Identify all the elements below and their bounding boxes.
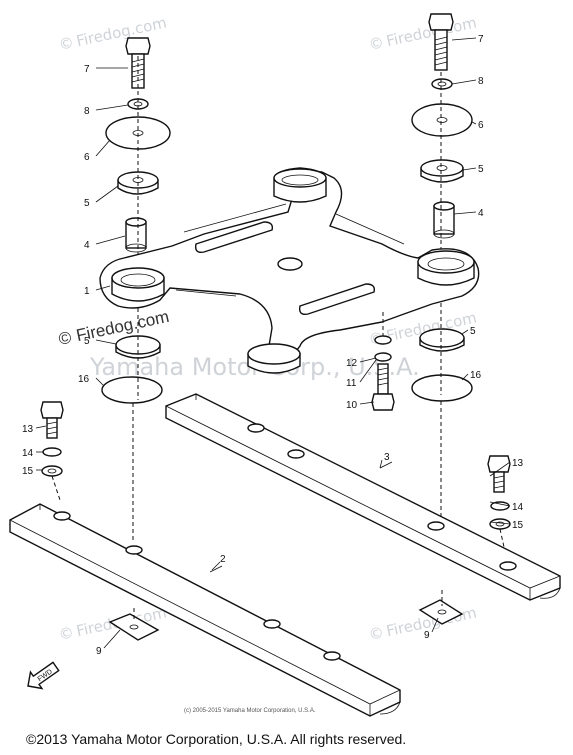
callout-5-right: 5: [478, 164, 484, 175]
callout-1: 1: [84, 286, 90, 297]
callout-6-right: 6: [478, 120, 484, 131]
collar-icon: [125, 217, 147, 253]
callout-labels: 7 8 6 5 4 1 5 16 7 8 6 5 4 5 16 12 11 10…: [22, 34, 524, 657]
callout-9-left: 9: [96, 646, 102, 657]
pad-right-icon: [418, 590, 464, 625]
callout-6: 6: [84, 152, 90, 163]
watermark-copyright: ©: [367, 33, 385, 54]
callout-16-right: 16: [470, 370, 482, 381]
watermark-copyright: ©: [57, 33, 75, 54]
callout-10: 10: [346, 400, 358, 411]
callout-5-right-lower: 5: [470, 326, 476, 337]
callout-8-right: 8: [478, 76, 484, 87]
bolt-icon: [428, 13, 454, 71]
damper-icon: [420, 159, 464, 183]
rail-right: [165, 393, 561, 601]
callout-14-right: 14: [512, 502, 524, 513]
callout-15: 15: [22, 466, 34, 477]
collar-icon: [433, 201, 455, 239]
callout-16: 16: [78, 374, 90, 385]
fine-print: (c) 2005-2015 Yamaha Motor Corporation, …: [184, 708, 316, 714]
plate-16-icon: [411, 374, 473, 402]
pad-left-icon: [108, 608, 160, 641]
left-stack: [101, 37, 171, 540]
callout-11: 11: [346, 378, 357, 389]
watermark-copyright: ©: [57, 328, 74, 349]
callout-4: 4: [84, 240, 90, 251]
callout-9-right: 9: [424, 630, 430, 641]
fwd-arrow-icon: FWD: [27, 661, 60, 690]
watermark-copyright: ©: [57, 623, 75, 644]
leader-lines: [35, 37, 511, 649]
callout-8: 8: [84, 106, 90, 117]
watermark-brand: Firedog.com: [75, 13, 169, 50]
callout-7-right: 7: [478, 34, 484, 45]
callout-2: 2: [220, 554, 226, 565]
damper-lower-icon: [419, 328, 465, 352]
right-stack: [411, 13, 473, 520]
rail-left: [9, 503, 401, 717]
center-bolt-stack: [371, 312, 395, 411]
callout-13: 13: [22, 424, 34, 435]
plate-washer-icon: [411, 103, 473, 137]
plate-16-icon: [101, 376, 163, 404]
callout-12: 12: [346, 358, 358, 369]
copyright-footer: ©2013 Yamaha Motor Corporation, U.S.A. A…: [26, 731, 406, 747]
callout-7: 7: [84, 64, 90, 75]
callout-13-right: 13: [512, 458, 524, 469]
callout-5-lower: 5: [84, 336, 90, 347]
callout-3: 3: [384, 452, 390, 463]
callout-4-right: 4: [478, 208, 484, 219]
fwd-label: FWD: [37, 668, 54, 683]
washer-icon: [431, 78, 453, 90]
watermark-copyright: ©: [367, 623, 385, 644]
callout-15-right: 15: [512, 520, 524, 531]
callout-5: 5: [84, 198, 90, 209]
engine-bracket-frame: [99, 167, 480, 374]
callout-14: 14: [22, 448, 34, 459]
left-small-bolt-stack: [40, 401, 64, 501]
